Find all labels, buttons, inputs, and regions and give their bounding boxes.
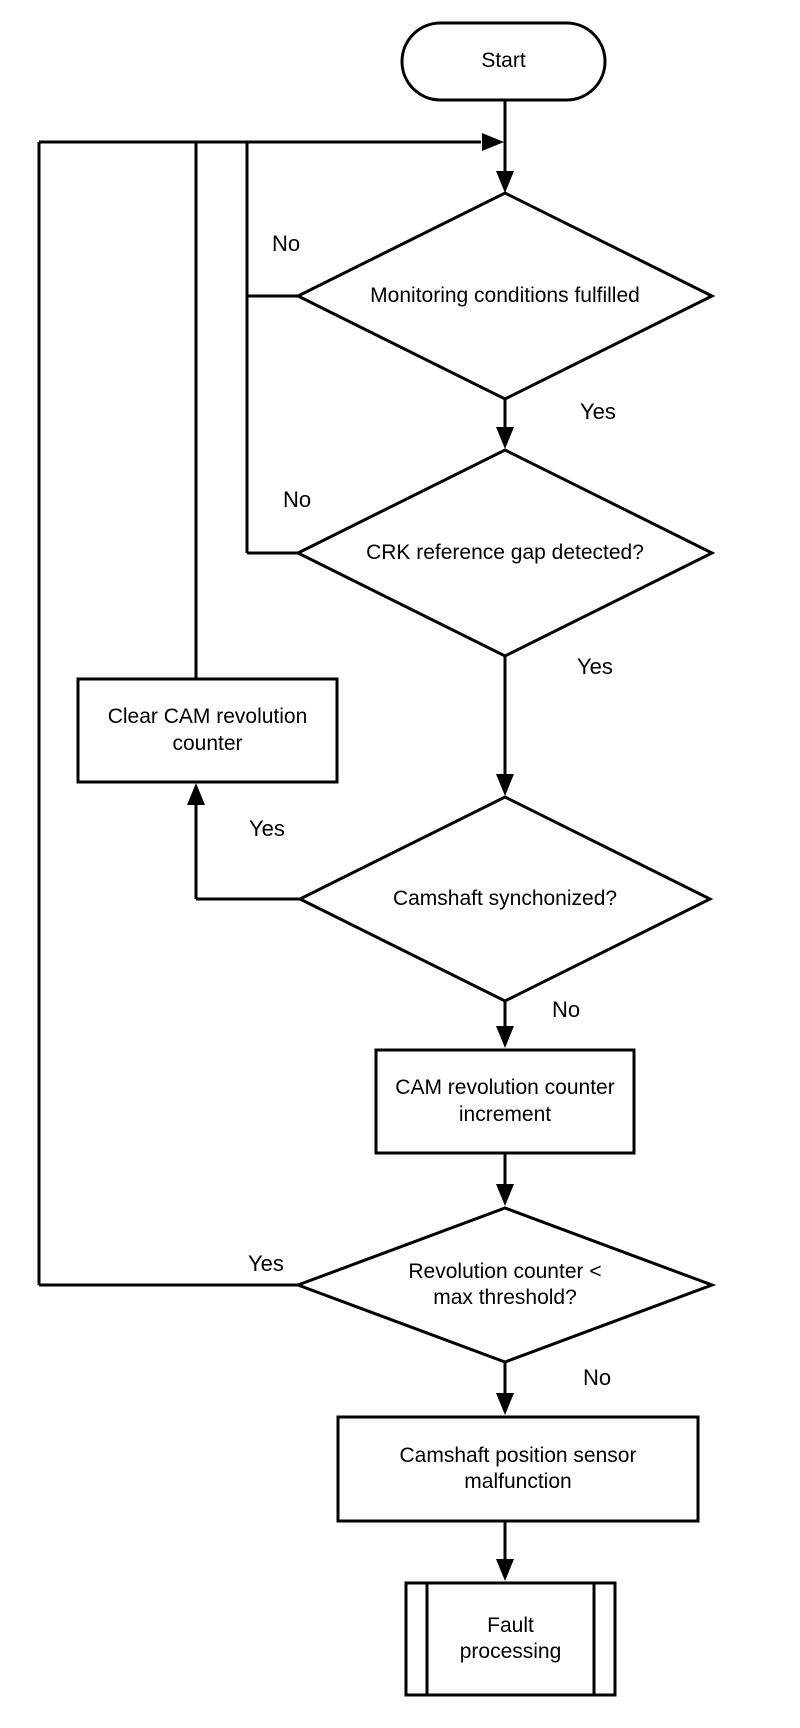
arrowhead-into-crk-gap bbox=[496, 427, 514, 449]
arrowhead-into-fault-processing bbox=[496, 1559, 514, 1581]
monitoring-decision-shape bbox=[294, 191, 716, 401]
arrowhead-into-malfunction bbox=[496, 1393, 514, 1415]
clear-cam-process-shape bbox=[76, 677, 339, 784]
arrowhead-into-rev-threshold bbox=[496, 1184, 514, 1206]
arrowhead-into-camshaft-sync bbox=[496, 774, 514, 796]
crk-gap-decision-shape bbox=[294, 448, 716, 658]
arrowhead-into-monitoring bbox=[496, 171, 514, 193]
arrowhead-into-clear-cam bbox=[187, 783, 205, 805]
start-terminator-shape bbox=[400, 21, 607, 102]
fault-processing-shape bbox=[404, 1581, 617, 1697]
arrowhead-into-cam-increment bbox=[496, 1026, 514, 1048]
arrowhead-loop-into-spine bbox=[482, 133, 504, 151]
cam-increment-process-shape bbox=[374, 1048, 636, 1155]
rev-threshold-decision-shape bbox=[293, 1206, 717, 1364]
sensor-malfunction-process-shape bbox=[336, 1415, 700, 1523]
camshaft-sync-decision-shape bbox=[296, 795, 714, 1003]
